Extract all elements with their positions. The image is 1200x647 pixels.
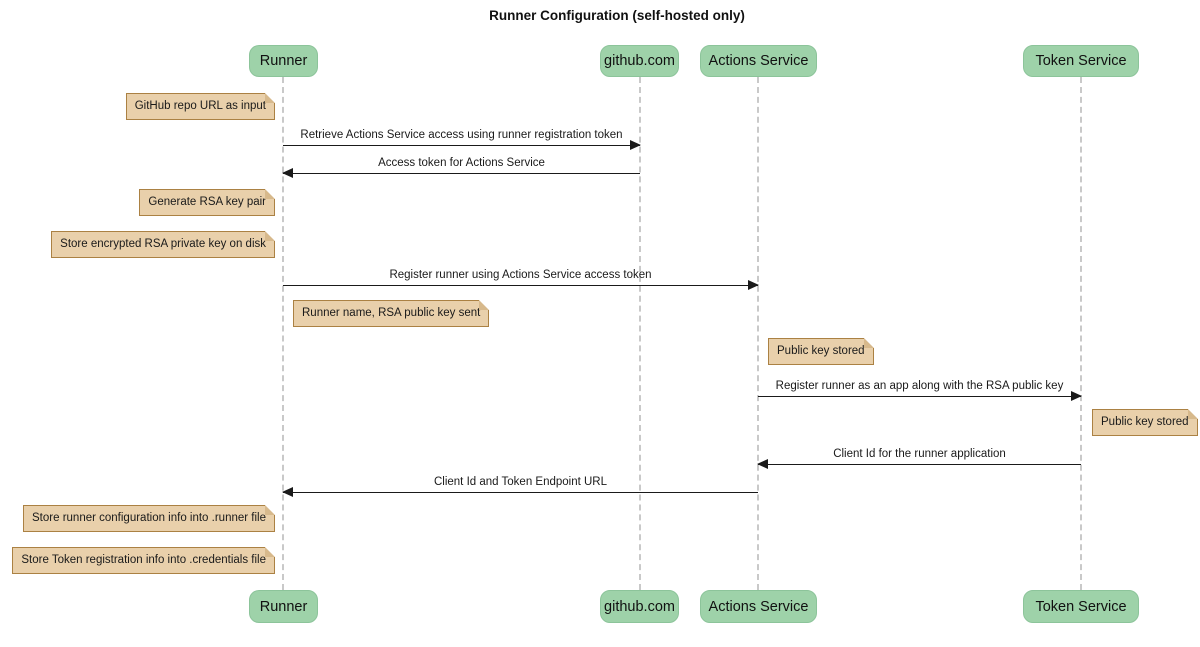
note-public-key-stored-token: Public key stored xyxy=(1092,409,1198,436)
actor-label: Actions Service xyxy=(708,53,809,69)
actor-runner-top: Runner xyxy=(249,45,318,77)
note-generate-rsa-key-pair: Generate RSA key pair xyxy=(139,189,275,216)
message-access-token: Access token for Actions Service xyxy=(282,157,640,178)
message-line xyxy=(283,140,641,150)
note-store-runner-config: Store runner configuration info into .ru… xyxy=(23,505,275,532)
arrowhead-right-icon xyxy=(748,280,759,290)
message-client-id-endpoint: Client Id and Token Endpoint URL xyxy=(282,476,758,497)
arrowhead-left-icon xyxy=(282,487,293,497)
diagram-title: Runner Configuration (self-hosted only) xyxy=(489,8,745,23)
note-store-token-registration: Store Token registration info into .cred… xyxy=(12,547,275,574)
note-fold-icon xyxy=(265,93,275,103)
message-register-runner: Register runner using Actions Service ac… xyxy=(283,269,759,290)
message-line xyxy=(282,168,640,178)
actor-runner-bottom: Runner xyxy=(249,590,318,623)
arrowhead-left-icon xyxy=(757,459,768,469)
note-fold-icon xyxy=(863,338,874,348)
arrowhead-right-icon xyxy=(1071,391,1082,401)
note-fold-icon xyxy=(265,189,275,199)
actor-actions-service-top: Actions Service xyxy=(700,45,817,77)
note-text: Public key stored xyxy=(1101,416,1189,428)
lifeline-token-service xyxy=(1080,77,1082,590)
message-label: Retrieve Actions Service access using ru… xyxy=(300,129,623,141)
message-label: Register runner as an app along with the… xyxy=(775,380,1064,392)
note-public-key-stored-actions: Public key stored xyxy=(768,338,874,365)
actor-token-service-bottom: Token Service xyxy=(1023,590,1139,623)
arrowhead-left-icon xyxy=(282,168,293,178)
note-github-repo-url-input: GitHub repo URL as input xyxy=(125,93,275,120)
note-text: GitHub repo URL as input xyxy=(134,100,266,112)
note-text: Store Token registration info into .cred… xyxy=(21,554,266,566)
lifeline-runner xyxy=(282,77,284,590)
note-text: Store encrypted RSA private key on disk xyxy=(60,238,266,250)
message-retrieve-actions-access: Retrieve Actions Service access using ru… xyxy=(283,129,641,150)
note-fold-icon xyxy=(265,505,275,515)
note-text: Runner name, RSA public key sent xyxy=(302,307,481,319)
message-line xyxy=(282,487,758,497)
message-client-id-runner-app: Client Id for the runner application xyxy=(757,448,1081,469)
actor-label: Runner xyxy=(259,53,308,69)
lifeline-github xyxy=(639,77,641,590)
note-fold-icon xyxy=(479,300,490,310)
message-line xyxy=(283,280,759,290)
note-store-encrypted-rsa-key: Store encrypted RSA private key on disk xyxy=(51,231,275,258)
actor-token-service-top: Token Service xyxy=(1023,45,1139,77)
actor-label: github.com xyxy=(604,53,675,69)
lifeline-actions-service xyxy=(757,77,759,590)
note-fold-icon xyxy=(265,547,275,557)
note-text: Generate RSA key pair xyxy=(148,196,266,208)
message-label: Client Id and Token Endpoint URL xyxy=(433,476,608,488)
message-register-runner-app: Register runner as an app along with the… xyxy=(758,380,1082,401)
message-label: Access token for Actions Service xyxy=(378,157,545,169)
actor-label: github.com xyxy=(604,598,675,615)
actor-label: Token Service xyxy=(1035,53,1127,69)
note-fold-icon xyxy=(1187,409,1198,419)
arrowhead-right-icon xyxy=(630,140,641,150)
message-line xyxy=(757,459,1081,469)
actor-label: Token Service xyxy=(1035,598,1127,615)
note-fold-icon xyxy=(265,231,275,241)
note-text: Store runner configuration info into .ru… xyxy=(32,512,266,524)
message-label: Register runner using Actions Service ac… xyxy=(389,269,652,281)
actor-label: Actions Service xyxy=(708,598,809,615)
note-text: Public key stored xyxy=(777,345,865,357)
message-label: Client Id for the runner application xyxy=(833,448,1006,460)
note-runner-name-rsa-sent: Runner name, RSA public key sent xyxy=(293,300,490,327)
actor-github-top: github.com xyxy=(600,45,679,77)
message-line xyxy=(758,391,1082,401)
actor-label: Runner xyxy=(259,598,308,615)
actor-actions-service-bottom: Actions Service xyxy=(700,590,817,623)
actor-github-bottom: github.com xyxy=(600,590,679,623)
